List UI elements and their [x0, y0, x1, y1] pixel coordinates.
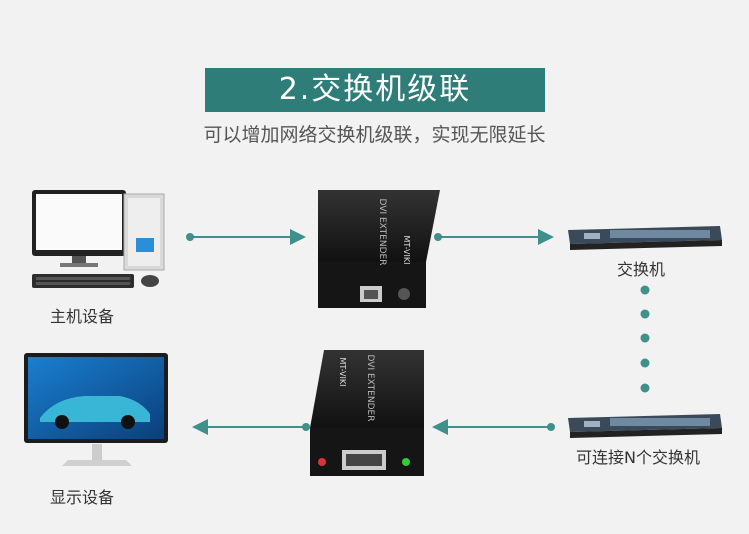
- receiver-extender: DVI EXTENDER MT-VIKI: [310, 350, 424, 476]
- cascade-dots: [640, 285, 650, 393]
- transmitter-extender: DVI EXTENDER MT-VIKI: [318, 190, 440, 308]
- desktop-computer-icon: [32, 190, 165, 288]
- host-label: 主机设备: [50, 307, 115, 326]
- transmitter-model-text: DVI EXTENDER: [377, 199, 387, 266]
- connection-arrows: [186, 229, 555, 435]
- page-title: 2.交换机级联: [205, 68, 545, 112]
- transmitter-brand-text: MT-VIKI: [402, 236, 411, 265]
- receiver-brand-text: MT-VIKI: [338, 358, 347, 387]
- network-switch-icon-bottom: [568, 414, 722, 438]
- page-subtitle: 可以增加网络交换机级联，实现无限延长: [203, 124, 546, 146]
- display-label: 显示设备: [50, 488, 115, 507]
- monitor-icon: [24, 353, 168, 466]
- receiver-model-text: DVI EXTENDER: [365, 355, 375, 422]
- switch-bottom-label: 可连接N个交换机: [576, 448, 700, 467]
- switch-top-label: 交换机: [617, 260, 666, 279]
- network-switch-icon-top: [568, 226, 722, 250]
